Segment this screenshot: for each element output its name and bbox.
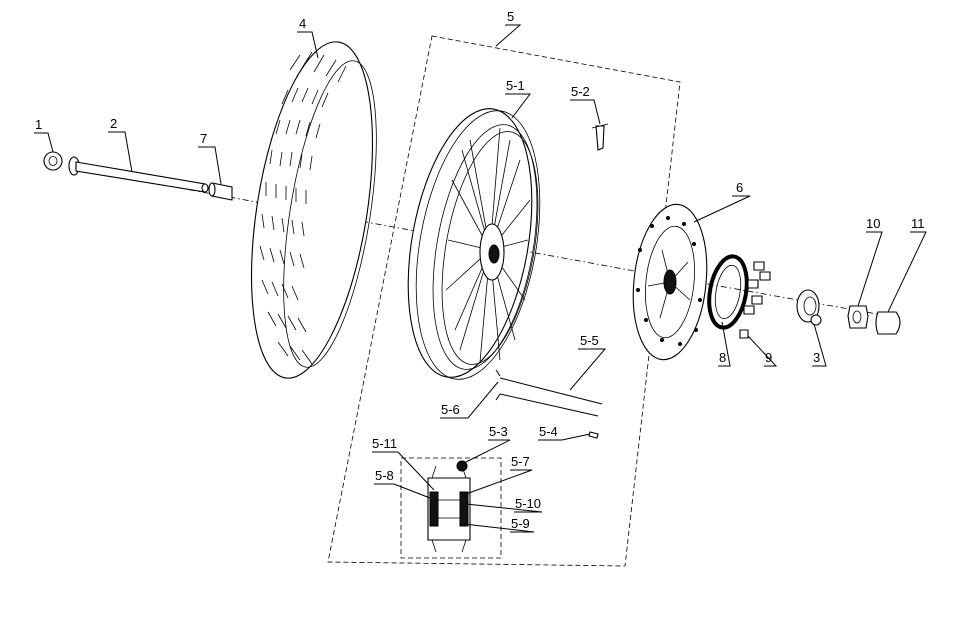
callout-5-3: 5-3 xyxy=(489,424,508,439)
callout-5-9: 5-9 xyxy=(511,516,530,531)
tire-tread-pattern xyxy=(259,51,347,365)
assembly-5-outline xyxy=(327,35,681,567)
callout-8: 8 xyxy=(719,350,726,365)
callout-labels: 1 2 3 4 5 6 7 8 9 10 11 5-1 5-2 5-3 5-4 … xyxy=(35,9,925,531)
nut-part-10 xyxy=(847,305,869,329)
nipple-part-5-4 xyxy=(588,431,599,439)
axle-shaft-part-2 xyxy=(68,156,209,193)
rim-and-spokes-part-5-1 xyxy=(407,108,541,380)
callout-5-4: 5-4 xyxy=(539,424,558,439)
cap-part-11 xyxy=(875,311,901,335)
callout-6: 6 xyxy=(736,180,743,195)
valve-part-5-2 xyxy=(591,123,609,151)
callout-5-2: 5-2 xyxy=(571,84,590,99)
seal-part-5-3 xyxy=(456,460,468,472)
callout-9: 9 xyxy=(765,350,772,365)
callout-1: 1 xyxy=(35,117,42,132)
spokes-part-5-6 xyxy=(495,393,599,417)
tire-part-4 xyxy=(250,41,377,379)
hub-detail-section xyxy=(427,460,471,553)
bolts-part-9 xyxy=(739,261,771,339)
spacer-part-7 xyxy=(208,182,233,201)
callout-leaders xyxy=(34,24,927,533)
callout-5: 5 xyxy=(507,9,514,24)
brake-disc-part-6 xyxy=(632,203,708,361)
gear-ring-part-8 xyxy=(707,254,749,330)
drive-part-3 xyxy=(796,289,822,326)
callout-4: 4 xyxy=(299,16,306,31)
callout-5-5: 5-5 xyxy=(580,333,599,348)
spokes-part-5-5 xyxy=(495,369,603,405)
bearing-right xyxy=(459,491,469,527)
callout-5-7: 5-7 xyxy=(511,454,530,469)
callout-5-10: 5-10 xyxy=(515,496,541,511)
callout-5-11: 5-11 xyxy=(372,436,397,451)
callout-3: 3 xyxy=(813,350,820,365)
callout-10: 10 xyxy=(866,216,880,231)
callout-5-1: 5-1 xyxy=(506,78,525,93)
axle-nut-part-1 xyxy=(43,151,63,171)
hub-detail-box xyxy=(400,457,502,559)
callout-7: 7 xyxy=(200,131,207,146)
callout-2: 2 xyxy=(110,116,117,131)
callout-11: 11 xyxy=(911,216,925,231)
callout-5-8: 5-8 xyxy=(375,468,394,483)
callout-5-6: 5-6 xyxy=(441,402,460,417)
spokes xyxy=(445,127,531,363)
bearing-left xyxy=(429,491,439,527)
disc-holes xyxy=(636,216,702,346)
